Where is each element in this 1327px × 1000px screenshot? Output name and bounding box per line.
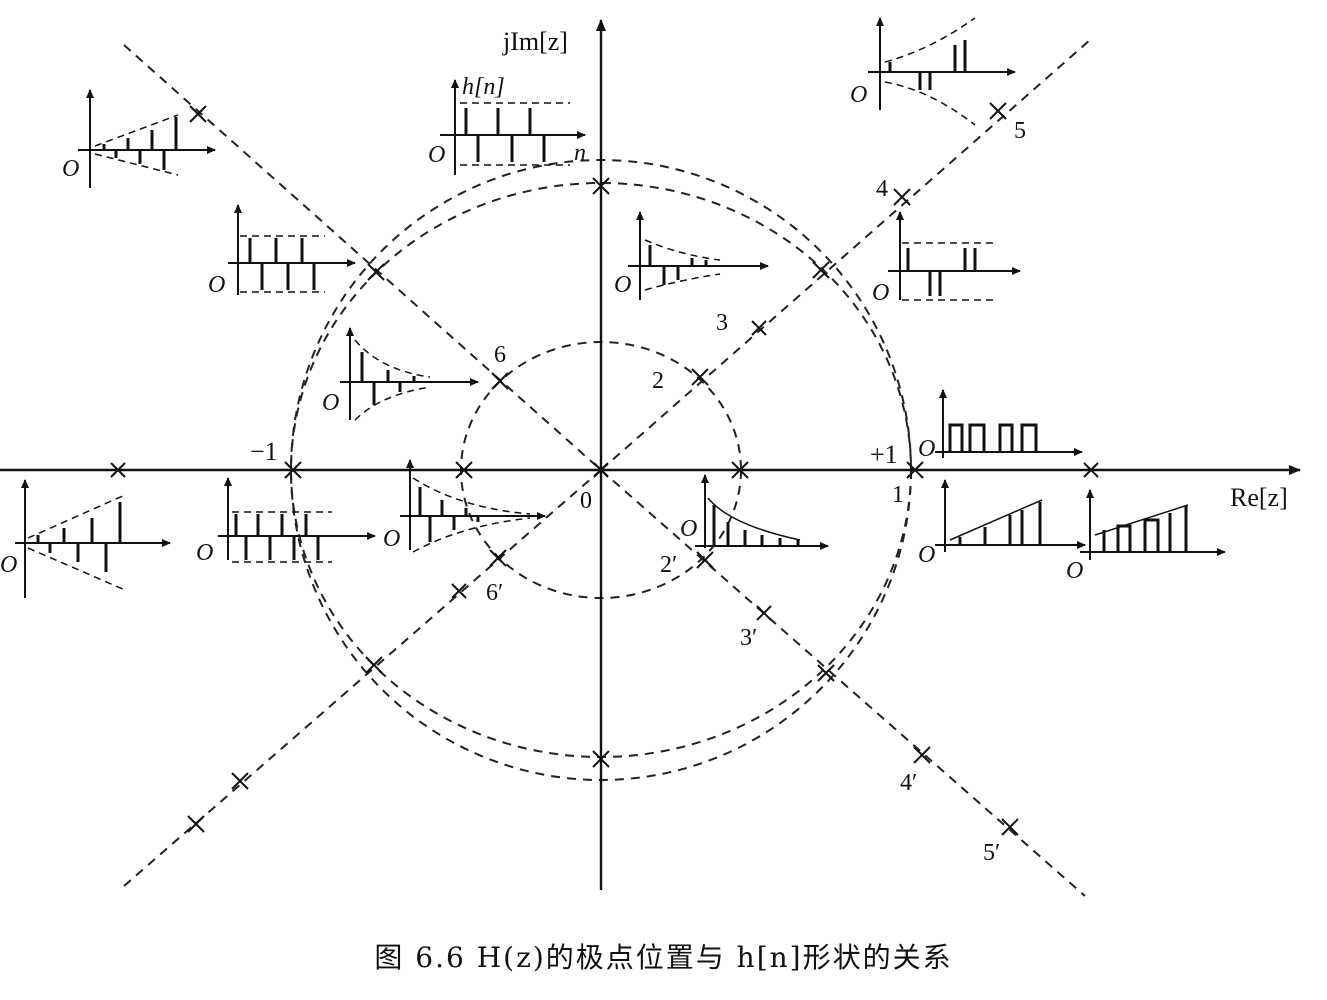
inset-origin-label: O: [208, 272, 225, 298]
pole-marker-ul-far: [189, 105, 207, 123]
pole-label-3: 3: [716, 310, 728, 336]
pole-markers: [110, 102, 1099, 836]
inset-hn-plus-one: O: [918, 389, 1083, 462]
pole-marker-4: [893, 188, 911, 206]
inset-origin-label: O: [322, 390, 339, 416]
imag-axis-label: jIm[z]: [502, 27, 568, 56]
pole-marker-real-neg1: [284, 461, 302, 479]
inset-hn-top-left: O: [62, 89, 216, 188]
inset-hn-ramp-1: O: [918, 479, 1086, 568]
plus-one-label: +1: [870, 440, 898, 469]
pole-marker-6: [491, 372, 509, 390]
minus-one-label: −1: [250, 437, 278, 466]
real-axis-label: Re[z]: [1230, 483, 1288, 512]
pole-marker-4c: [913, 746, 931, 764]
pole-marker-6c: [489, 549, 507, 567]
pole-label-5c: 5′: [983, 840, 1000, 866]
pole-label-4c: 4′: [900, 770, 917, 796]
pole-marker-ul-circle: [367, 263, 385, 281]
inset-origin-label: O: [62, 156, 79, 182]
pole-marker-ll-far1: [231, 772, 249, 790]
pole-marker-2c: [696, 551, 714, 569]
pole-marker-5c: [1001, 818, 1019, 836]
inset-origin-label: O: [428, 142, 445, 168]
inset-n-label: n: [574, 140, 586, 166]
inset-hn-ur-circle: O: [872, 211, 1021, 306]
inset-hn-pole-2: O: [614, 211, 769, 300]
pole-marker-real-pos-far: [1083, 462, 1099, 478]
inset-origin-label: O: [1066, 558, 1083, 584]
inset-origin-label: O: [383, 526, 400, 552]
origin-label: 0: [580, 488, 592, 514]
inset-origin-label: O: [918, 542, 935, 568]
inset-origin-label: O: [872, 280, 889, 306]
pole-label-5: 5: [1014, 118, 1026, 144]
inset-hn-top-center: h[n] n O: [428, 74, 586, 175]
pole-marker-5: [989, 102, 1007, 120]
pole-marker-origin: [593, 462, 609, 478]
pole-marker-ll-far2: [187, 815, 205, 833]
pole-label-2: 2: [652, 368, 664, 394]
pole-marker-3: [751, 320, 767, 336]
pole-marker-real-pos-inner: [731, 461, 749, 479]
figure-caption: 图 6.6 H(z)的极点位置与 h[n]形状的关系: [374, 941, 953, 974]
pole-label-4: 4: [876, 176, 888, 202]
pole-marker-real-pos1: [906, 461, 924, 479]
pole-marker-pos-j: [592, 177, 610, 195]
one-label: 1: [892, 482, 904, 508]
pole-marker-ll-circle: [365, 656, 383, 674]
diagonal-line-upper-left: [123, 44, 602, 471]
diagonal-line-upper-right: [600, 39, 1091, 471]
pole-marker-3c: [756, 605, 772, 621]
inset-hn-pole-5: O: [850, 17, 1016, 126]
inset-hn-minus-one: O: [196, 477, 376, 566]
inset-origin-label: O: [614, 272, 631, 298]
inset-hn-pole-2c: O: [680, 474, 829, 550]
pole-marker-real-neg-inner: [455, 461, 473, 479]
pole-label-6: 6: [494, 342, 506, 368]
pole-marker-ll-inner: [451, 583, 467, 599]
diagonal-line-lower-right: [600, 469, 1086, 897]
pole-marker-real-neg-far: [110, 462, 126, 478]
inset-origin-label: O: [196, 540, 213, 566]
inset-origin-label: O: [0, 552, 17, 578]
inset-hn-ul-circle: O: [208, 204, 356, 298]
pole-marker-ur-circle: [812, 261, 830, 279]
pole-label-3c: 3′: [740, 625, 757, 651]
inset-hn-neg-inner: O: [383, 459, 546, 553]
inset-hn-label: h[n]: [462, 74, 505, 100]
pole-label-6c: 6′: [486, 580, 503, 606]
inset-origin-label: O: [680, 516, 697, 542]
inset-origin-label: O: [850, 82, 867, 108]
inset-hn-ramp-2: O: [1066, 489, 1226, 584]
pole-marker-neg-j: [592, 750, 610, 768]
inset-hn-neg-far: O: [0, 479, 171, 598]
inset-hn-pole-6: O: [322, 327, 479, 421]
inset-origin-label: O: [918, 436, 935, 462]
pole-marker-lr-circle: [817, 664, 835, 682]
pole-marker-2: [691, 368, 709, 386]
pole-label-2c: 2′: [660, 552, 677, 578]
